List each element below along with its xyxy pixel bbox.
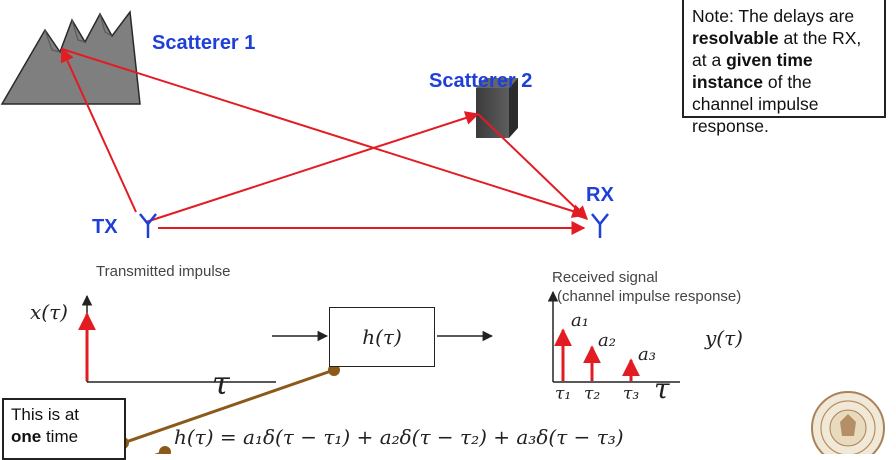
scatterer2-label: Scatterer 2 [429, 70, 533, 92]
note-emphasis-resolvable: resolvable [692, 28, 779, 48]
tx-antenna-icon [139, 213, 157, 238]
resolvable-delays-note: Note: The delays are resolvable at the R… [682, 0, 886, 136]
x-tau-label: x(τ) [30, 300, 68, 324]
channel-block-label: h(τ) [362, 325, 402, 349]
a3-label: a₃ [638, 344, 656, 365]
time-instance-note: This is at one time [2, 398, 126, 460]
note-text: Note: The delays are [692, 6, 855, 26]
rx-label: RX [586, 184, 614, 206]
scatterer1-mountain-icon [0, 10, 141, 105]
output-tau-axis-label: τ [654, 372, 670, 405]
note-text: at the RX, at a [692, 28, 862, 70]
scatterer2-block-icon [476, 78, 518, 138]
input-axes [81, 294, 276, 383]
note-emphasis-time-instance: given time instance [692, 50, 813, 92]
channel-equation: h(τ) = a₁δ(τ − τ₁) + a₂δ(τ − τ₂) + a₃δ(τ… [174, 425, 624, 449]
a1-label: a₁ [571, 310, 589, 331]
side-note-text: time [41, 427, 79, 446]
received-signal-sublabel: (channel impulse response) [557, 288, 742, 305]
side-note-text: This is at [11, 405, 80, 424]
channel-block: h(τ) [329, 307, 435, 367]
tau1-label: τ₁ [555, 384, 572, 404]
scatterer1-label: Scatterer 1 [152, 32, 256, 54]
rx-antenna-icon [591, 213, 609, 238]
tau2-label: τ₂ [584, 384, 601, 404]
transmitted-impulse-label: Transmitted impulse [96, 263, 231, 280]
received-signal-label: Received signal [552, 269, 658, 286]
output-axes [547, 290, 680, 383]
a2-label: a₂ [598, 330, 616, 351]
y-tau-label: y(τ) [705, 326, 743, 350]
input-tau-axis-label: τ [212, 364, 230, 402]
tau3-label: τ₃ [623, 384, 640, 404]
tx-label: TX [92, 216, 118, 238]
university-seal-logo [811, 391, 885, 454]
side-note-emphasis: one [11, 427, 42, 446]
note-text: of the channel impulse response. [692, 72, 819, 136]
propagation-rays [60, 47, 589, 235]
